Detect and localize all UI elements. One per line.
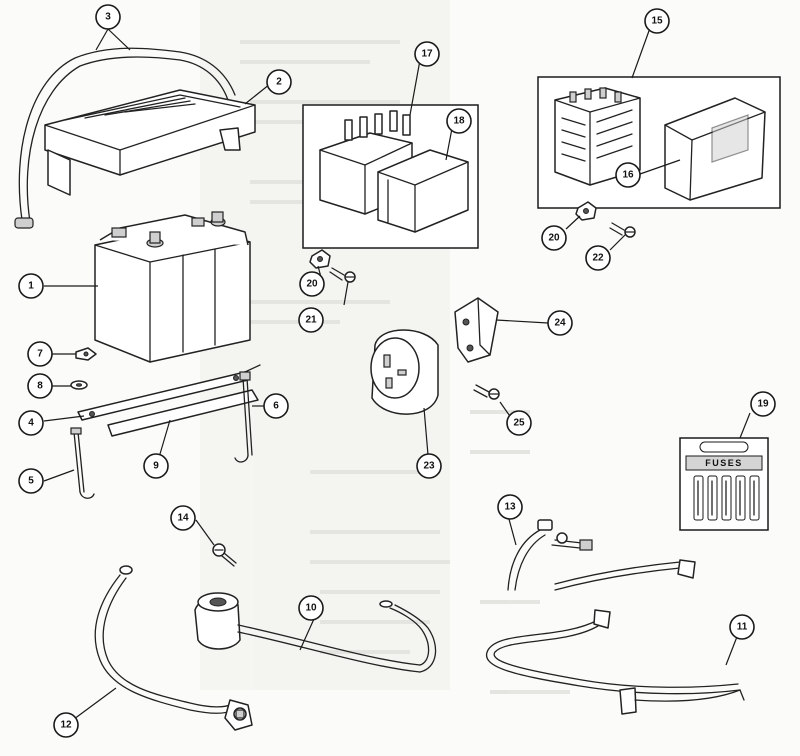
svg-text:1: 1 [28,281,34,292]
svg-text:11: 11 [737,622,748,633]
callout-7: 7 [27,341,53,367]
svg-text:10: 10 [305,603,317,614]
svg-text:3: 3 [105,12,111,23]
part-flasher-unit [370,329,439,415]
part-nut-20b [575,201,597,221]
callout-12: 12 [53,712,79,738]
callout-8: 8 [27,373,53,399]
callout-14: 14 [170,505,196,531]
part-screw-22 [609,222,636,238]
callout-23: 23 [416,453,442,479]
callout-13: 13 [497,494,523,520]
svg-text:25: 25 [513,418,525,429]
callout-11: 11 [729,614,755,640]
svg-text:19: 19 [757,399,769,410]
svg-text:24: 24 [554,318,566,329]
callout-16: 16 [615,162,641,188]
svg-text:4: 4 [28,418,34,429]
part-battery-tray [44,89,256,196]
part-fuse-box [537,76,781,209]
part-battery-cable [194,592,437,673]
part-screw-25 [473,384,500,400]
callout-4: 4 [18,410,44,436]
svg-text:20: 20 [548,233,560,244]
svg-text:16: 16 [622,170,634,181]
part-screw-14 [212,543,237,567]
callout-9: 9 [143,453,169,479]
svg-text:22: 22 [592,253,604,264]
svg-text:17: 17 [421,49,433,60]
part-long-bolt [234,371,253,463]
part-battery [94,211,251,363]
part-battery-strap [14,47,236,229]
svg-text:9: 9 [153,461,159,472]
part-j-bolt [70,427,95,499]
callout-6: 6 [263,393,289,419]
part-insulation-strip [107,389,259,437]
callout-21: 21 [298,307,324,333]
part-cable-long [485,609,745,715]
callout-20b: 20 [541,225,567,251]
svg-text:5: 5 [28,476,34,487]
part-nut-20a [309,249,331,269]
svg-text:13: 13 [504,502,516,513]
callout-22: 22 [585,245,611,271]
svg-text:21: 21 [305,315,317,326]
callout-20a: 20 [299,271,325,297]
part-washer [70,380,88,390]
callout-2: 2 [266,69,292,95]
part-bracket [454,297,499,363]
svg-text:15: 15 [651,16,663,27]
callouts: 3 2 1 7 8 4 6 5 9 17 18 15 16 20 21 20 2… [18,4,776,738]
callout-1: 1 [18,273,44,299]
svg-text:8: 8 [37,381,43,392]
callout-3: 3 [95,4,121,30]
fuse-card-label: FUSES [705,458,743,468]
callout-24: 24 [547,310,573,336]
part-clamp-cable [94,565,253,731]
part-nut [75,347,97,361]
svg-text:14: 14 [177,513,189,524]
callout-25: 25 [506,410,532,436]
callout-18: 18 [446,108,472,134]
svg-text:6: 6 [273,401,279,412]
callout-10: 10 [298,595,324,621]
svg-text:2: 2 [276,77,282,88]
svg-text:18: 18 [453,116,465,127]
svg-text:12: 12 [60,720,72,731]
callout-17: 17 [414,41,440,67]
part-relay-box [302,104,479,249]
callout-15: 15 [644,8,670,34]
part-fuse-card: FUSES [679,437,769,531]
svg-text:7: 7 [37,349,43,360]
callout-5: 5 [18,468,44,494]
svg-text:20: 20 [306,279,318,290]
part-screw-21 [329,267,356,283]
part-earth-cable-short [507,519,696,591]
callout-19: 19 [750,391,776,417]
svg-text:23: 23 [423,461,435,472]
